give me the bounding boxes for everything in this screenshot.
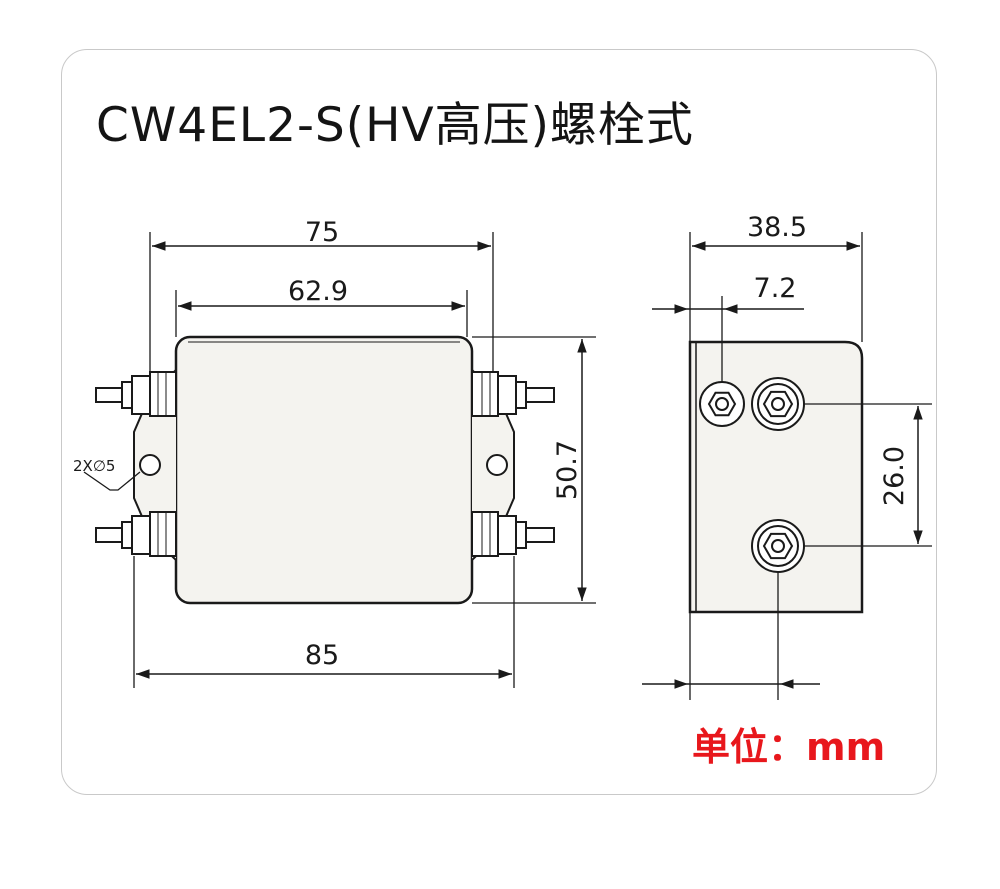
hole-callout-label: 2X∅5 [73,457,115,475]
dim-38-5-label: 38.5 [747,212,807,243]
side-view [642,232,932,700]
diagram-title: CW4EL2-S(HV高压)螺栓式 [96,98,694,153]
right-mount-hole [486,454,508,476]
left-mount-hole [139,454,161,476]
dim-85-label: 85 [305,640,339,671]
side-terminal-small [699,381,745,427]
unit-label: 单位：mm [692,725,886,769]
dim-75-label: 75 [305,217,339,248]
front-view [83,232,596,688]
dim-62-9-label: 62.9 [288,276,348,307]
left-terminal-top [95,371,177,417]
filter-body [174,335,474,605]
left-terminal-bottom [95,511,177,557]
right-terminal-top [471,371,555,417]
dim-50-7-label: 50.7 [552,440,583,500]
dim-26-0-label: 26.0 [879,446,910,506]
hole-callout-leader [83,471,141,491]
right-terminal-bottom [471,511,555,557]
side-terminal-top [751,377,805,431]
side-terminal-bottom [751,519,805,573]
dim-7-2-label: 7.2 [754,273,797,304]
